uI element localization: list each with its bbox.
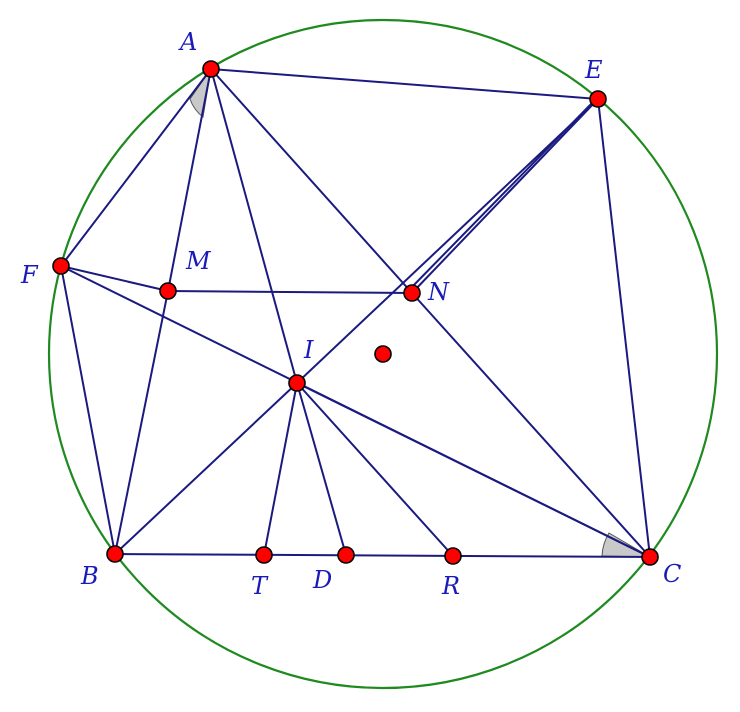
- segment-AM: [167, 68, 212, 292]
- segment-CN: [411, 292, 651, 558]
- segment-BM: [114, 290, 169, 555]
- point-N[interactable]: [403, 284, 421, 302]
- segment-CF: [60, 265, 651, 558]
- label-F: F: [20, 261, 39, 289]
- label-M: M: [185, 247, 212, 275]
- point-R[interactable]: [444, 547, 462, 565]
- segment-MN: [167, 290, 413, 294]
- points-group: [52, 60, 659, 566]
- label-E: E: [584, 56, 603, 84]
- point-B[interactable]: [106, 545, 124, 563]
- label-B: B: [80, 562, 99, 590]
- point-D[interactable]: [337, 546, 355, 564]
- segment-IR: [296, 382, 454, 557]
- label-N: N: [427, 278, 450, 306]
- labels-group: A E F M N I B T D R C: [20, 28, 681, 600]
- segment-CE: [597, 98, 651, 558]
- segment-AN: [210, 68, 413, 294]
- circumcircle: [47, 18, 719, 690]
- segment-EI-double: [409, 100, 595, 290]
- label-I: I: [303, 336, 314, 364]
- segment-AI: [210, 68, 298, 384]
- segment-FM: [60, 265, 169, 292]
- segment-IT: [263, 382, 298, 556]
- segment-EI: [296, 98, 599, 384]
- segments-group: [60, 68, 651, 558]
- segment-BI: [114, 382, 298, 555]
- point-T[interactable]: [255, 546, 273, 564]
- point-I[interactable]: [288, 374, 306, 392]
- segment-AF: [60, 68, 212, 267]
- point-M[interactable]: [159, 282, 177, 300]
- label-C: C: [663, 560, 681, 588]
- point-E[interactable]: [589, 90, 607, 108]
- point-F[interactable]: [52, 257, 70, 275]
- label-R: R: [441, 572, 460, 600]
- point-circumcenter[interactable]: [374, 345, 392, 363]
- label-D: D: [312, 566, 332, 594]
- label-T: T: [251, 572, 269, 600]
- point-C[interactable]: [641, 548, 659, 566]
- segment-ID: [296, 382, 347, 556]
- segment-EN: [411, 98, 599, 294]
- point-A[interactable]: [202, 60, 220, 78]
- segment-BC: [114, 553, 651, 558]
- segment-BF: [60, 265, 116, 555]
- angle-mark-A: [189, 68, 212, 118]
- segment-AE: [210, 68, 599, 100]
- label-A: A: [178, 28, 197, 56]
